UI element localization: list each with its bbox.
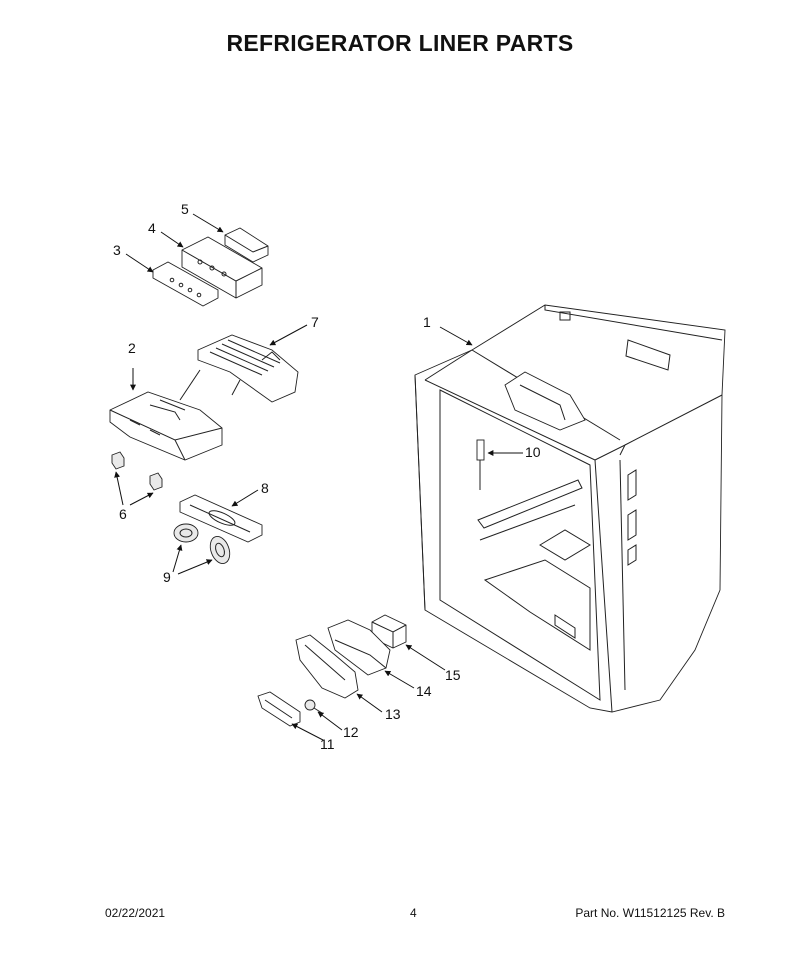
part-1-liner (414, 304, 726, 713)
callout-5: 5 (181, 201, 189, 217)
part-2-bracket (109, 369, 223, 461)
part-11-trim (257, 691, 301, 727)
callout-7: 7 (311, 314, 319, 330)
callout-14: 14 (416, 683, 432, 699)
callout-11: 11 (320, 736, 335, 752)
part-7-cover (197, 334, 299, 403)
arrow-5 (192, 213, 224, 233)
callout-labels: 1 2 3 4 5 6 7 8 9 10 11 12 13 14 15 (113, 201, 541, 752)
callout-2: 2 (128, 340, 136, 356)
callout-6: 6 (119, 506, 127, 522)
footer-date: 02/22/2021 (105, 906, 166, 920)
callout-10: 10 (525, 444, 541, 460)
callout-8: 8 (261, 480, 269, 496)
arrow-13 (356, 693, 383, 713)
arrow-9a (172, 544, 183, 573)
arrow-12 (317, 711, 343, 731)
arrow-4 (160, 231, 184, 248)
callout-15: 15 (445, 667, 461, 683)
part-12-screw (304, 699, 323, 714)
part-14-housing (327, 619, 391, 676)
leader-arrows (114, 213, 523, 741)
arrow-6b (129, 492, 154, 506)
part-3-panel (152, 261, 219, 307)
arrow-8 (231, 489, 259, 507)
arrow-3 (125, 253, 154, 273)
callout-4: 4 (148, 220, 156, 236)
part-5 (224, 227, 269, 263)
callout-12: 12 (343, 724, 359, 740)
part-8-bracket (179, 494, 263, 543)
arrow-14 (384, 670, 415, 689)
arrow-1 (439, 326, 473, 346)
callout-9: 9 (163, 569, 171, 585)
callout-1: 1 (423, 314, 431, 330)
footer-part-number: Part No. W11512125 Rev. B (575, 906, 725, 920)
part-9-motors (173, 523, 231, 564)
page-title: REFRIGERATOR LINER PARTS (226, 30, 574, 56)
arrow-9b (177, 559, 213, 575)
footer-page-number: 4 (410, 906, 417, 920)
callout-3: 3 (113, 242, 121, 258)
part-6-clips (111, 451, 163, 491)
part-13-cover (295, 634, 359, 699)
arrow-15 (405, 644, 446, 671)
arrow-6a (114, 471, 124, 506)
arrow-11 (291, 723, 324, 741)
callout-13: 13 (385, 706, 401, 722)
part-4-housing (181, 236, 263, 299)
part-10-rod (476, 439, 485, 490)
arrow-7 (269, 324, 308, 346)
